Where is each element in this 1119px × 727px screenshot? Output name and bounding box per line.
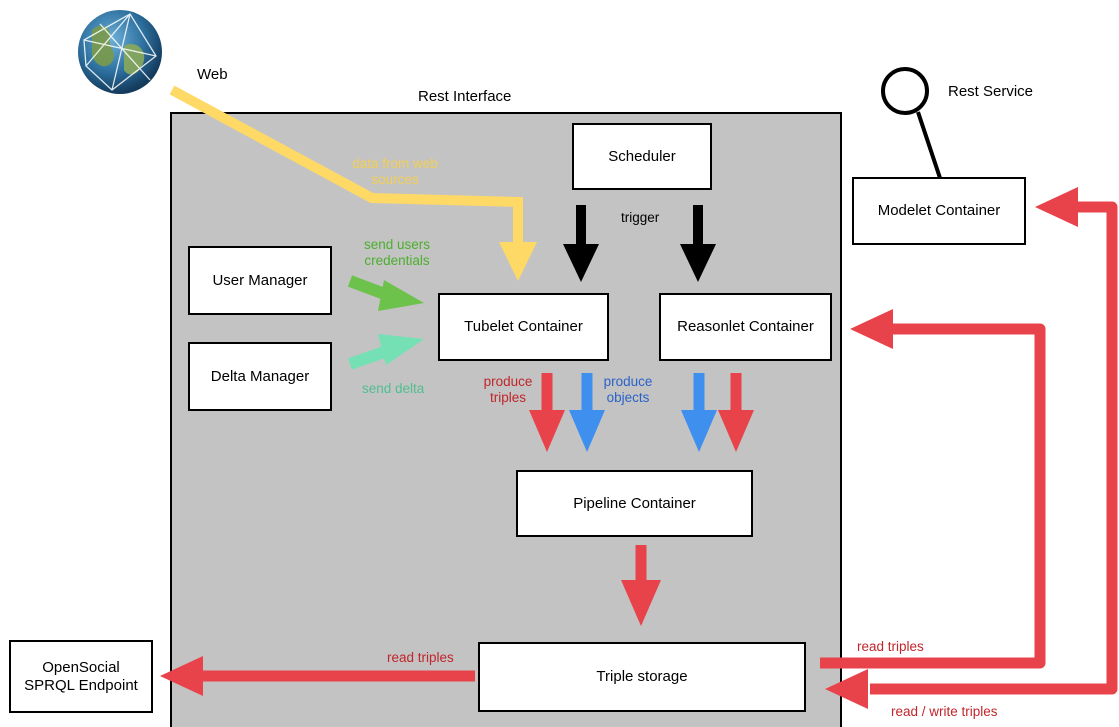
pipeline-to-storage-arrow	[621, 545, 661, 626]
read-triples-loop-arrow	[820, 309, 1046, 669]
trigger-arrow-reasonlet	[680, 205, 716, 282]
read-write-triples-loop-arrow	[825, 187, 1118, 709]
scheduler-node: Scheduler	[572, 123, 712, 190]
data-from-web-label: data from web sources	[352, 156, 438, 187]
modelet-container-node: Modelet Container	[852, 177, 1026, 245]
trigger-label: trigger	[621, 210, 660, 225]
rest-service-label: Rest Service	[948, 83, 1034, 100]
tubelet-triples-arrow	[529, 373, 565, 452]
delta-manager-node: Delta Manager	[188, 342, 332, 411]
send-delta-label: send delta	[362, 381, 425, 396]
produce-objects-label: produce objects	[603, 374, 653, 405]
opensocial-line-1: OpenSocial	[42, 658, 120, 676]
tubelet-objects-arrow	[569, 373, 605, 452]
storage-to-opensocial-arrow	[160, 656, 475, 696]
tubelet-container-node: Tubelet Container	[438, 293, 609, 361]
opensocial-line-2: SPRQL Endpoint	[24, 676, 138, 694]
globe-icon	[78, 10, 162, 94]
read-triples-right-label: read triples	[857, 639, 924, 654]
produce-triples-label: produce triples	[483, 374, 533, 405]
web-data-arrow	[169, 85, 537, 281]
pipeline-container-node: Pipeline Container	[516, 470, 753, 537]
send-credentials-label: send users credentials	[363, 237, 431, 268]
reasonlet-objects-arrow	[681, 373, 717, 452]
read-triples-left-label: read triples	[387, 650, 454, 665]
web-label: Web	[197, 66, 228, 83]
reasonlet-triples-arrow	[718, 373, 754, 452]
opensocial-endpoint-node: OpenSocial SPRQL Endpoint	[9, 640, 153, 713]
reasonlet-container-node: Reasonlet Container	[659, 293, 832, 361]
delta-arrow	[348, 334, 424, 370]
user-manager-node: User Manager	[188, 246, 332, 315]
triple-storage-node: Triple storage	[478, 642, 806, 712]
lollipop-interface-icon	[881, 67, 942, 179]
read-write-triples-label: read / write triples	[891, 704, 998, 719]
trigger-arrow-tubelet	[563, 205, 599, 282]
rest-interface-label: Rest Interface	[418, 88, 512, 105]
credentials-arrow	[347, 275, 424, 311]
